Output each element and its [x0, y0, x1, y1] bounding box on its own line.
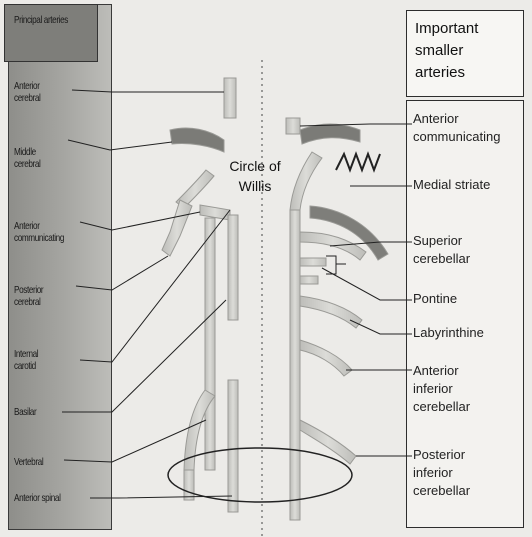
label-anterior-spinal: Anterior spinal — [14, 492, 100, 504]
right-leader-lines — [300, 124, 412, 456]
medial-striate-zigzag — [336, 154, 380, 170]
label-posterior-inferior-cerebellar: Posterior inferior cerebellar — [413, 446, 470, 500]
label-internal-carotid: Internal carotid — [14, 348, 100, 372]
label-pontine: Pontine — [413, 290, 457, 308]
circle-of-willis-label: Circle of Willis — [219, 156, 291, 196]
label-superior-cerebellar: Superior cerebellar — [413, 232, 470, 268]
left-vessels — [162, 78, 238, 512]
label-vertebral: Vertebral — [14, 456, 100, 468]
label-middle-cerebral: Middle cerebral — [14, 146, 100, 170]
spinal-ellipse — [168, 448, 352, 502]
label-posterior-cerebral: Posterior cerebral — [14, 284, 100, 308]
label-medial-striate: Medial striate — [413, 176, 490, 194]
label-labyrinthine: Labyrinthine — [413, 324, 484, 342]
label-anterior-communicating-right: Anterior communicating — [413, 110, 500, 146]
label-anterior-communicating-left: Anterior communicating — [14, 220, 100, 244]
label-basilar: Basilar — [14, 406, 100, 418]
label-anterior-inferior-cerebellar: Anterior inferior cerebellar — [413, 362, 470, 416]
label-anterior-cerebral: Anterior cerebral — [14, 80, 100, 104]
